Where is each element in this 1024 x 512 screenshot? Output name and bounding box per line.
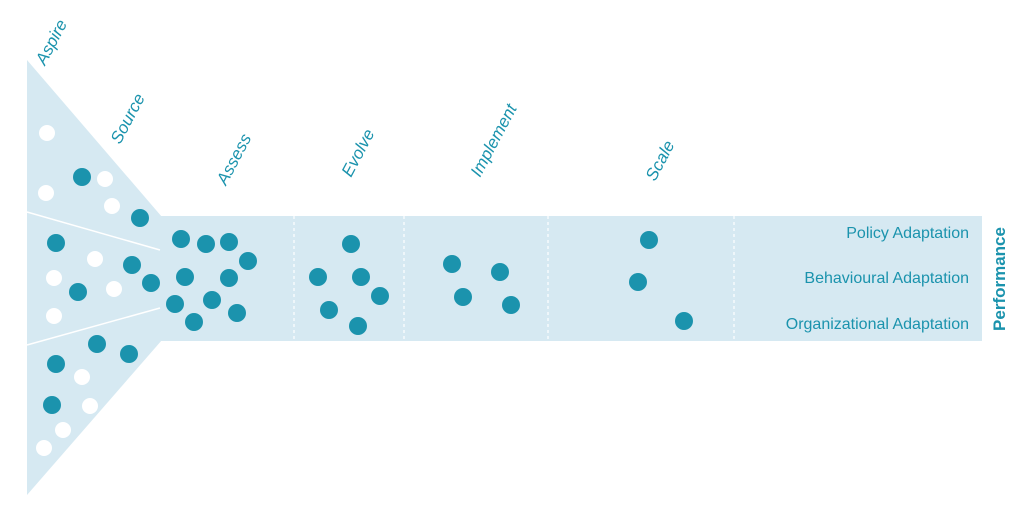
empty-dot [46,270,62,286]
empty-dot [38,185,54,201]
funnel-divider-lower [26,307,161,346]
filled-dot [371,287,389,305]
filled-dot [197,235,215,253]
filled-dot [220,233,238,251]
stage-label-evolve: Evolve [338,126,379,180]
stage-label-implement: Implement [467,100,522,180]
stage-label-aspire: Aspire [31,16,71,68]
filled-dot [73,168,91,186]
filled-dot [47,234,65,252]
empty-dot [55,422,71,438]
outcome-label-organizational: Organizational Adaptation [786,316,969,333]
outcome-label-behavioural: Behavioural Adaptation [804,270,969,287]
filled-dot [176,268,194,286]
empty-dot [104,198,120,214]
outcome-label-policy: Policy Adaptation [846,225,969,242]
filled-dot [185,313,203,331]
filled-dot [309,268,327,286]
filled-dot [166,295,184,313]
filled-dot [352,268,370,286]
empty-dot [46,308,62,324]
stage-dividers [293,216,735,341]
funnel-triangle [27,60,162,495]
filled-dot [123,256,141,274]
empty-dot [82,398,98,414]
filled-dot [172,230,190,248]
stage-label-scale: Scale [642,137,679,183]
performance-label: Performance [990,227,1009,331]
filled-dot [443,255,461,273]
empty-dot [39,125,55,141]
filled-dot [142,274,160,292]
empty-dot [106,281,122,297]
filled-dot [220,269,238,287]
filled-dots [43,168,693,414]
filled-dot [131,209,149,227]
funnel-divider-upper [26,211,161,251]
filled-dot [454,288,472,306]
filled-dot [502,296,520,314]
filled-dot [203,291,221,309]
stage-label-source: Source [107,90,149,146]
filled-dot [69,283,87,301]
pipeline-band [160,216,982,341]
filled-dot [47,355,65,373]
filled-dot [88,335,106,353]
filled-dot [228,304,246,322]
empty-dot [97,171,113,187]
filled-dot [43,396,61,414]
filled-dot [640,231,658,249]
filled-dot [629,273,647,291]
filled-dot [120,345,138,363]
empty-dot [87,251,103,267]
filled-dot [320,301,338,319]
filled-dot [675,312,693,330]
empty-dot [74,369,90,385]
stage-label-assess: Assess [212,130,255,189]
filled-dot [239,252,257,270]
empty-dot [36,440,52,456]
filled-dot [342,235,360,253]
filled-dot [349,317,367,335]
empty-dots [36,125,122,456]
filled-dot [491,263,509,281]
